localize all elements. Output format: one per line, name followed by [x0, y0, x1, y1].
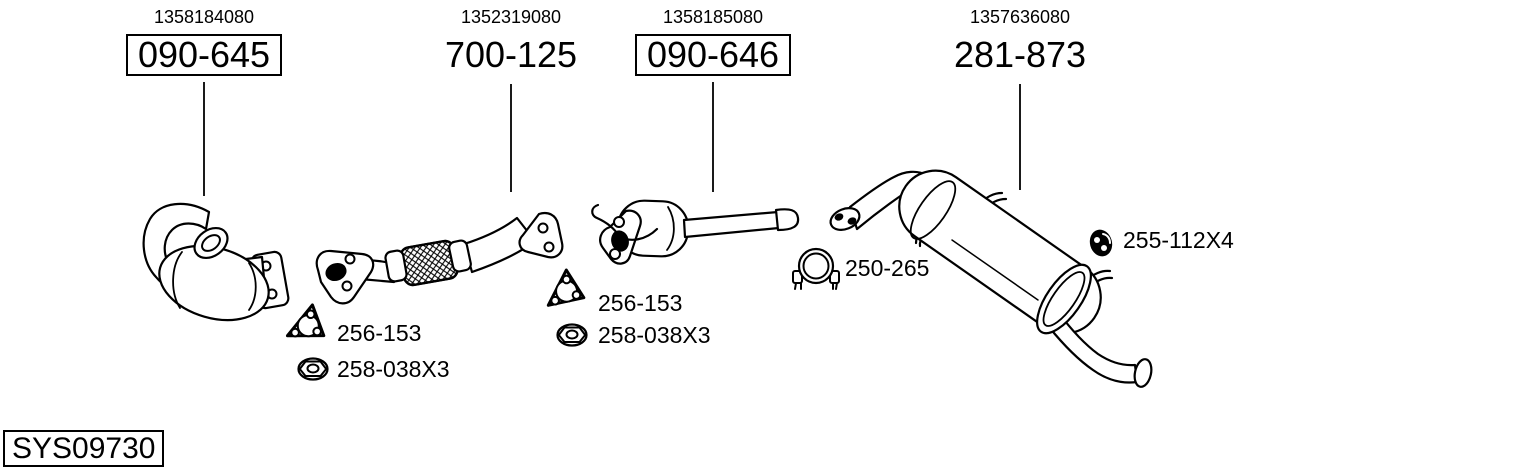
flange-gasket-icon	[537, 266, 586, 312]
rear-silencer-drawing	[829, 169, 1153, 388]
part-group-front-flex-pipe: 1352319080 700-125	[401, 0, 621, 76]
flange-nut-icon	[297, 357, 329, 381]
leader-lines	[203, 82, 1021, 196]
rubber-mount-icon	[1085, 226, 1117, 260]
fitting-label-nut-1: 258-038X3	[337, 356, 450, 382]
system-code: SYS09730	[3, 430, 165, 467]
front-flex-pipe-drawing	[315, 211, 564, 305]
part-group-rear-silencer: 1357636080 281-873	[910, 0, 1130, 76]
part-code: 090-645	[125, 34, 283, 76]
oem-number: 1352319080	[460, 7, 562, 27]
part-code: 281-873	[953, 34, 1087, 75]
part-group-front-catalytic-converter: 1358184080 090-645	[94, 0, 314, 76]
part-code: 090-646	[634, 34, 792, 76]
oem-number: 1357636080	[969, 7, 1071, 27]
fitting-label-clamp: 250-265	[845, 255, 930, 281]
fitting-label-mount: 255-112X4	[1123, 227, 1234, 253]
flange-gasket-icon	[282, 302, 326, 343]
front-catalytic-converter-drawing	[142, 202, 290, 322]
part-group-center-silencer: 1358185080 090-646	[603, 0, 823, 76]
oem-number: 1358185080	[662, 7, 764, 27]
oem-number: 1358184080	[153, 7, 255, 27]
fitting-label-gasket-2: 256-153	[598, 290, 683, 316]
fitting-label-nut-2: 258-038X3	[598, 322, 711, 348]
center-silencer-drawing	[591, 199, 800, 265]
fitting-label-gasket-1: 256-153	[337, 320, 422, 346]
pipe-clamp-icon	[791, 247, 841, 291]
flange-nut-icon	[556, 323, 588, 347]
part-code: 700-125	[444, 34, 578, 75]
